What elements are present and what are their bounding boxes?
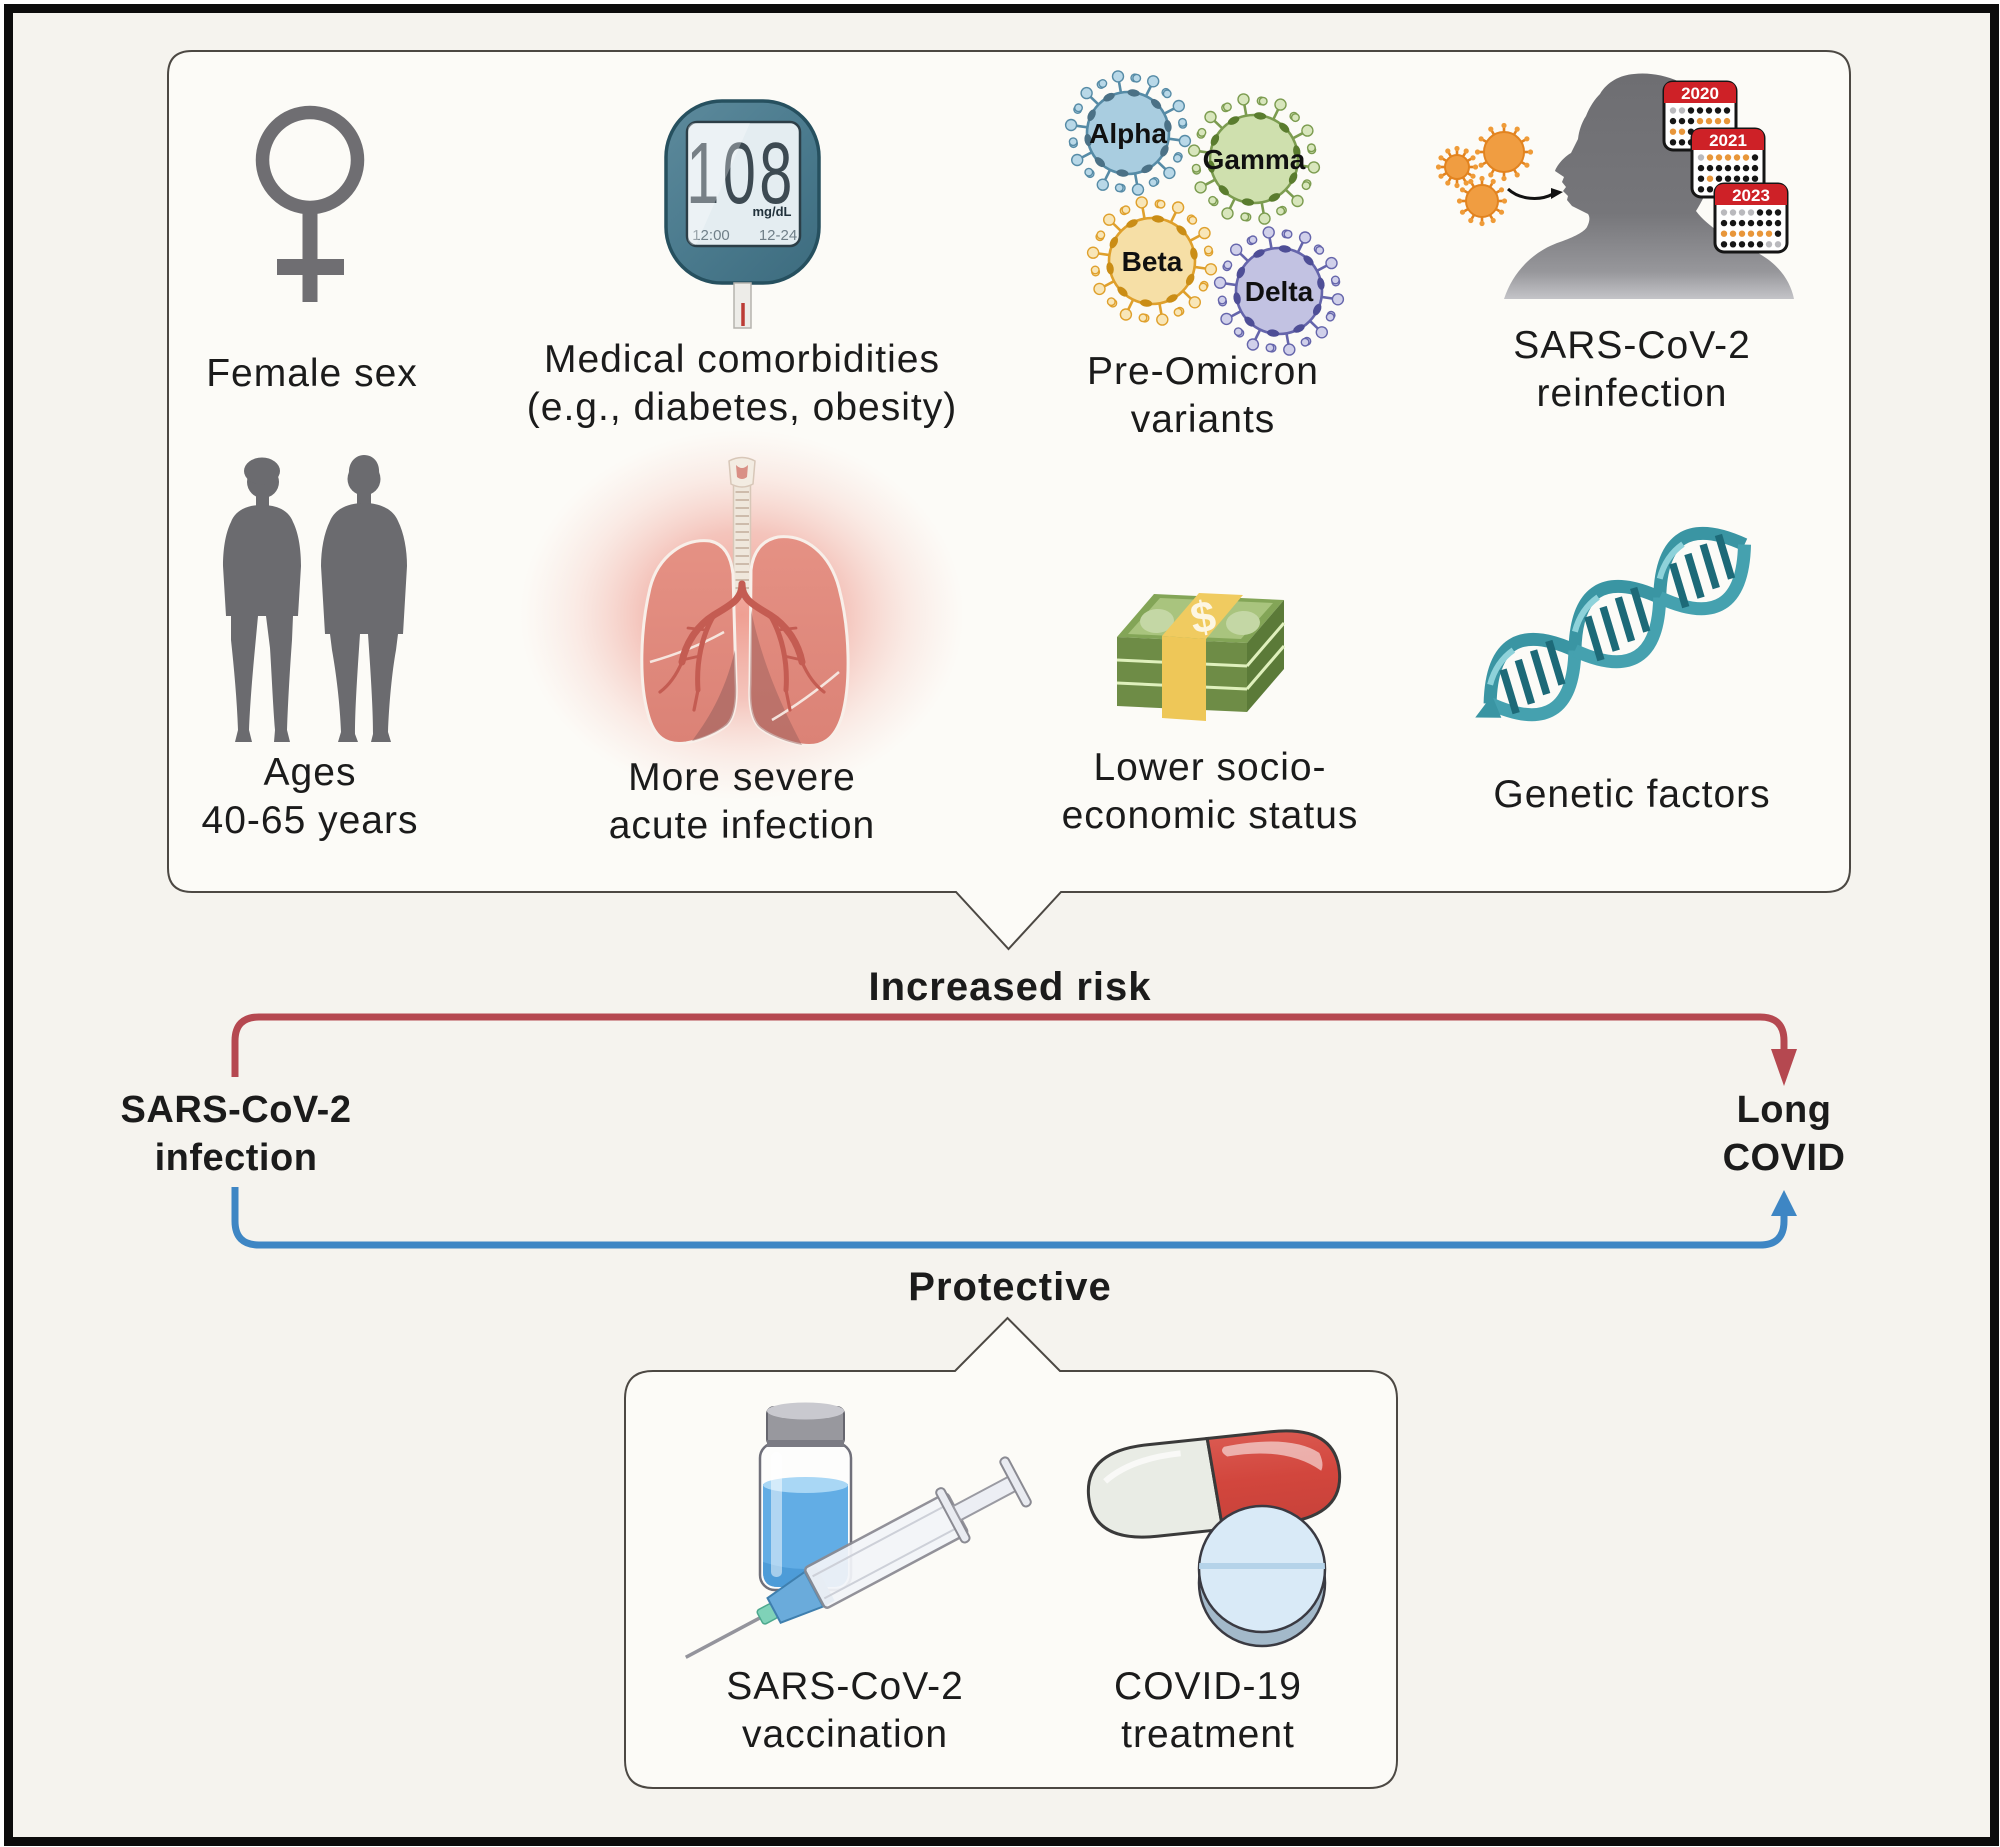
svg-text:40-65 years: 40-65 years xyxy=(202,799,419,842)
svg-text:More severe: More severe xyxy=(628,756,856,799)
svg-text:variants: variants xyxy=(1131,398,1276,441)
svg-text:COVID-19: COVID-19 xyxy=(1114,1665,1302,1708)
svg-text:SARS-CoV-2: SARS-CoV-2 xyxy=(1513,324,1751,367)
svg-text:Genetic factors: Genetic factors xyxy=(1493,773,1770,816)
svg-text:SARS-CoV-2: SARS-CoV-2 xyxy=(726,1665,964,1708)
svg-text:Medical comorbidities: Medical comorbidities xyxy=(544,338,940,381)
svg-text:Delta: Delta xyxy=(1245,276,1314,307)
svg-text:Female sex: Female sex xyxy=(206,352,418,395)
svg-text:2023: 2023 xyxy=(1732,186,1770,205)
svg-text:2021: 2021 xyxy=(1709,131,1747,150)
svg-text:treatment: treatment xyxy=(1121,1713,1295,1756)
svg-text:108: 108 xyxy=(686,123,795,221)
svg-text:mg/dL: mg/dL xyxy=(753,204,792,219)
svg-text:SARS-CoV-2: SARS-CoV-2 xyxy=(121,1089,352,1131)
svg-text:Beta: Beta xyxy=(1122,246,1183,277)
svg-text:Increased risk: Increased risk xyxy=(868,965,1151,1009)
svg-text:Long: Long xyxy=(1737,1089,1832,1131)
svg-text:vaccination: vaccination xyxy=(742,1713,948,1756)
svg-text:COVID: COVID xyxy=(1723,1137,1846,1179)
svg-text:Protective: Protective xyxy=(908,1265,1111,1309)
svg-text:Lower socio-: Lower socio- xyxy=(1093,746,1326,789)
svg-text:12-24: 12-24 xyxy=(759,227,797,244)
svg-text:Gamma: Gamma xyxy=(1203,144,1306,175)
svg-text:acute infection: acute infection xyxy=(609,804,876,847)
svg-text:12:00: 12:00 xyxy=(692,227,730,244)
svg-text:Ages: Ages xyxy=(264,751,357,794)
svg-text:2020: 2020 xyxy=(1681,84,1719,103)
svg-text:Alpha: Alpha xyxy=(1089,118,1167,149)
svg-text:(e.g., diabetes, obesity): (e.g., diabetes, obesity) xyxy=(527,386,957,429)
svg-text:Pre-Omicron: Pre-Omicron xyxy=(1087,350,1319,393)
svg-text:economic status: economic status xyxy=(1062,794,1359,837)
svg-text:reinfection: reinfection xyxy=(1537,372,1728,415)
svg-text:infection: infection xyxy=(155,1137,318,1179)
